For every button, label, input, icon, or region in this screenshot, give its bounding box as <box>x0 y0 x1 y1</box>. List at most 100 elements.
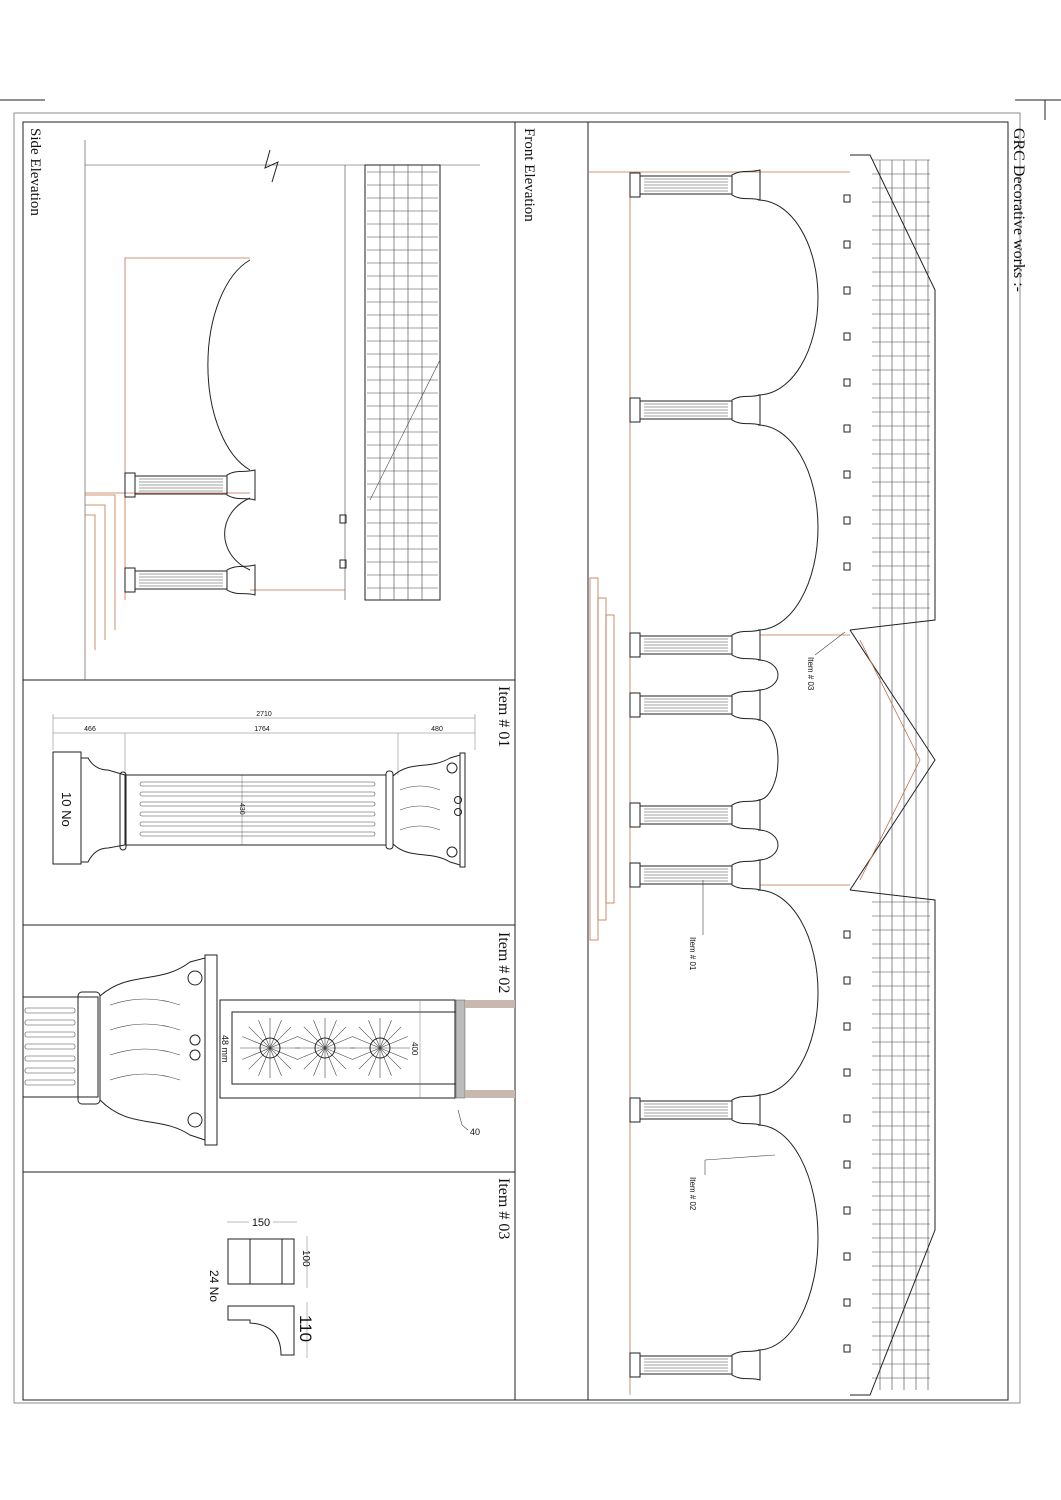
column-flute <box>139 791 376 797</box>
corbel <box>843 516 851 525</box>
side-steps <box>85 494 116 650</box>
corbel <box>843 424 851 433</box>
dim-corbel-height: 100 <box>300 1250 311 1267</box>
column-base <box>629 172 641 198</box>
column-capital <box>731 689 761 721</box>
column-flute <box>139 821 376 827</box>
corbel <box>843 562 851 571</box>
roof-tile-band <box>364 164 441 601</box>
item-01-label: Item # 01 <box>495 686 512 747</box>
arch <box>757 889 819 1096</box>
dim-diameter: 430 <box>238 803 245 815</box>
front-column <box>629 1094 761 1126</box>
column-flute <box>139 801 376 807</box>
sheet-title: GRC Decorative works :- <box>1010 128 1027 292</box>
arch <box>757 829 779 861</box>
column-capital <box>731 799 761 831</box>
column-capital <box>226 564 256 596</box>
column-flute <box>24 1007 76 1014</box>
corbel <box>843 1344 851 1353</box>
item-01-column-detail: 2710 466 1764 480 430 10 No <box>52 711 476 868</box>
column-capital <box>731 629 761 661</box>
corbel <box>843 1068 851 1077</box>
corbel <box>843 1160 851 1169</box>
item-02-label: Item # 02 <box>495 932 512 993</box>
lattice-line <box>352 1036 408 1060</box>
arch <box>757 1124 819 1351</box>
corbel <box>843 1114 851 1123</box>
corbel <box>843 332 851 341</box>
trim-marks <box>0 99 1061 120</box>
roof-tiles <box>872 159 930 1390</box>
side-column <box>124 469 256 501</box>
arch <box>757 199 819 396</box>
side-elevation <box>84 140 480 680</box>
front-column <box>629 629 761 661</box>
lattice-line <box>242 1036 298 1060</box>
dim-width: 150 <box>252 1217 270 1229</box>
column-capital <box>731 859 761 891</box>
corbel <box>843 240 851 249</box>
corbel <box>843 976 851 985</box>
column-base <box>629 397 641 423</box>
callout-item-02: Item # 02 <box>688 1154 776 1211</box>
dim-depth: 110 <box>296 1315 315 1342</box>
corbel <box>843 1022 851 1031</box>
arch <box>757 719 779 801</box>
column-flute <box>139 831 376 837</box>
front-column <box>629 689 761 721</box>
column-flute <box>24 1055 76 1062</box>
column-flute <box>24 1067 76 1074</box>
callout-item-03: Item # 03 <box>806 631 846 691</box>
item-03-corbel-detail: 150 100 110 24 No <box>207 1214 315 1358</box>
column-base <box>124 567 136 593</box>
front-elevation: Item # 03 Item # 01 Item # 02 <box>588 154 936 1396</box>
front-column <box>629 394 761 426</box>
callout-item-03-label: Item # 03 <box>806 657 815 691</box>
corbel <box>843 930 851 939</box>
dim-capital: 480 <box>431 726 443 733</box>
arch <box>757 659 779 691</box>
dim-base: 466 <box>84 726 96 733</box>
dim-shaft: 1764 <box>254 726 270 733</box>
callout-item-01: Item # 01 <box>688 880 704 971</box>
lattice-star <box>259 1037 281 1059</box>
front-column <box>629 169 761 201</box>
column-base <box>629 1097 641 1123</box>
column-flute <box>139 781 376 787</box>
corbel <box>843 286 851 295</box>
dimension-lines <box>52 714 476 845</box>
column-flute <box>24 1031 76 1038</box>
lattice-star <box>369 1037 391 1059</box>
side-column <box>124 564 256 596</box>
corbel <box>843 378 851 387</box>
column-flute <box>24 1079 76 1086</box>
entrance-steps <box>589 577 615 941</box>
arch <box>757 424 819 631</box>
corbel <box>843 1252 851 1261</box>
item-01-quantity: 10 No <box>59 792 74 827</box>
dim-screen-height: 400 <box>410 1042 419 1056</box>
column-capital <box>226 469 256 501</box>
item-03-label: Item # 03 <box>495 1178 512 1239</box>
column-flute <box>24 1043 76 1050</box>
column-base <box>629 862 641 888</box>
lattice-line <box>297 1036 353 1060</box>
side-elevation-label: Side Elevation <box>27 128 43 216</box>
front-column <box>629 799 761 831</box>
corbel <box>843 1206 851 1215</box>
lattice-star <box>314 1037 336 1059</box>
dim-thickness: 48 mm <box>220 1035 230 1063</box>
corbel <box>843 1298 851 1307</box>
column-base <box>629 692 641 718</box>
corbel <box>843 470 851 479</box>
dim-label-mask <box>249 1214 273 1228</box>
column-base <box>629 802 641 828</box>
column-capital <box>731 394 761 426</box>
callout-item-02-label: Item # 02 <box>688 1177 697 1211</box>
dim-overall: 2710 <box>256 711 272 718</box>
front-elevation-label: Front Elevation <box>521 128 537 222</box>
column-base <box>629 1352 641 1378</box>
front-column <box>629 859 761 891</box>
